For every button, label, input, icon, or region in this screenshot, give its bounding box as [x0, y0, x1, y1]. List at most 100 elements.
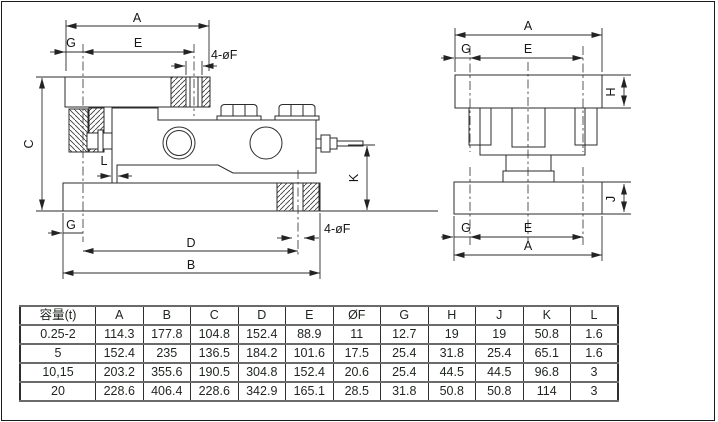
column-header: A	[95, 305, 144, 326]
column-header: H	[427, 305, 476, 326]
table-cell: 0.25-2	[19, 324, 96, 345]
column-header: D	[237, 305, 286, 326]
table-cell: 28.5	[332, 381, 381, 402]
dim-label-G-top: G	[66, 36, 76, 50]
table-cell: 25.4	[475, 343, 524, 364]
table-cell: 20.6	[332, 362, 381, 383]
table-cell: 355.6	[142, 362, 191, 383]
table-cell: 3	[570, 362, 619, 383]
table-cell: 136.5	[190, 343, 239, 364]
column-header: G	[380, 305, 429, 326]
table-cell: 184.2	[237, 343, 286, 364]
side-view-drawing: A G E 4-øF C L K G D B 4-øF	[22, 11, 438, 279]
table-cell: 342.9	[237, 381, 286, 402]
table-cell: 5	[19, 343, 96, 364]
cable-connector	[315, 134, 364, 153]
load-cell-end-stack	[468, 107, 598, 183]
table-cell: 1.6	[570, 343, 619, 364]
table-cell: 203.2	[95, 362, 144, 383]
table-cell: 10,15	[19, 362, 96, 383]
body-hole-left	[162, 126, 196, 160]
table-cell: 1.6	[570, 324, 619, 345]
table-cell: 235	[142, 343, 191, 364]
table-cell: 44.5	[427, 362, 476, 383]
dimension-lines	[39, 20, 375, 279]
dim-label-A-bottom-end: A	[524, 239, 533, 253]
table-cell: 50.8	[475, 381, 524, 402]
load-cell-body	[111, 107, 317, 184]
dim-label-G-top-end: G	[461, 42, 471, 56]
table-cell: 65.1	[522, 343, 571, 364]
dim-label-4oF-top: 4-øF	[211, 48, 238, 62]
table-cell: 12.7	[380, 324, 429, 345]
engineering-drawing: A G E 4-øF C L K G D B 4-øF	[22, 11, 631, 279]
table-cell: 11	[332, 324, 381, 345]
dim-label-H: H	[604, 87, 618, 96]
dim-label-B: B	[187, 258, 195, 272]
table-cell: 104.8	[190, 324, 239, 345]
dim-label-A: A	[133, 11, 142, 25]
table-cell: 101.6	[285, 343, 334, 364]
table-cell: 152.4	[285, 362, 334, 383]
table-cell: 177.8	[142, 324, 191, 345]
table-cell: 228.6	[190, 381, 239, 402]
dim-label-L: L	[101, 154, 108, 168]
dim-label-C: C	[22, 139, 36, 148]
table-cell: 304.8	[237, 362, 286, 383]
column-header: L	[570, 305, 619, 326]
dim-label-E: E	[134, 36, 142, 50]
table-cell: 165.1	[285, 381, 334, 402]
dim-label-D: D	[186, 236, 195, 250]
table-cell: 152.4	[95, 343, 144, 364]
table-cell: 190.5	[190, 362, 239, 383]
bottom-plate	[36, 182, 438, 212]
table-cell: 88.9	[285, 324, 334, 345]
table-cell: 96.8	[522, 362, 571, 383]
hex-bolt-right	[274, 104, 320, 121]
table-cell: 17.5	[332, 343, 381, 364]
table-cell: 114	[522, 381, 571, 402]
dim-label-G-bottom-end: G	[461, 221, 471, 235]
table-cell: 114.3	[95, 324, 144, 345]
dim-label-E-bottom-end: E	[524, 221, 532, 235]
column-header: B	[142, 305, 191, 326]
table-cell: 31.8	[427, 343, 476, 364]
clamp-bolt	[86, 129, 113, 153]
table-cell: 25.4	[380, 362, 429, 383]
table-cell: 44.5	[475, 362, 524, 383]
column-header: C	[190, 305, 239, 326]
table-cell: 25.4	[380, 343, 429, 364]
table-cell: 152.4	[237, 324, 286, 345]
dimension-lines-end	[441, 28, 627, 261]
table-cell: 50.8	[427, 381, 476, 402]
table-cell: 20	[19, 381, 96, 402]
table-cell: 50.8	[522, 324, 571, 345]
dim-label-4oF-bottom: 4-øF	[324, 222, 351, 236]
hex-bolt-left	[216, 104, 262, 121]
table-cell: 228.6	[95, 381, 144, 402]
dim-label-A-top-end: A	[524, 19, 533, 33]
end-view-drawing: A G E H J G E A	[441, 19, 631, 261]
dim-label-E-top-end: E	[524, 42, 532, 56]
body-hole-right	[249, 126, 283, 160]
table-cell: 19	[475, 324, 524, 345]
column-header: 容量(t)	[19, 305, 96, 326]
top-plate	[36, 61, 211, 108]
dim-label-K: K	[347, 173, 361, 182]
table-cell: 19	[427, 324, 476, 345]
column-header: K	[522, 305, 571, 326]
table-cell: 406.4	[142, 381, 191, 402]
dim-label-J: J	[604, 196, 618, 202]
table-cell: 3	[570, 381, 619, 402]
column-header: E	[285, 305, 334, 326]
column-header: J	[475, 305, 524, 326]
table-cell: 31.8	[380, 381, 429, 402]
dim-label-G-bottom: G	[66, 218, 76, 232]
